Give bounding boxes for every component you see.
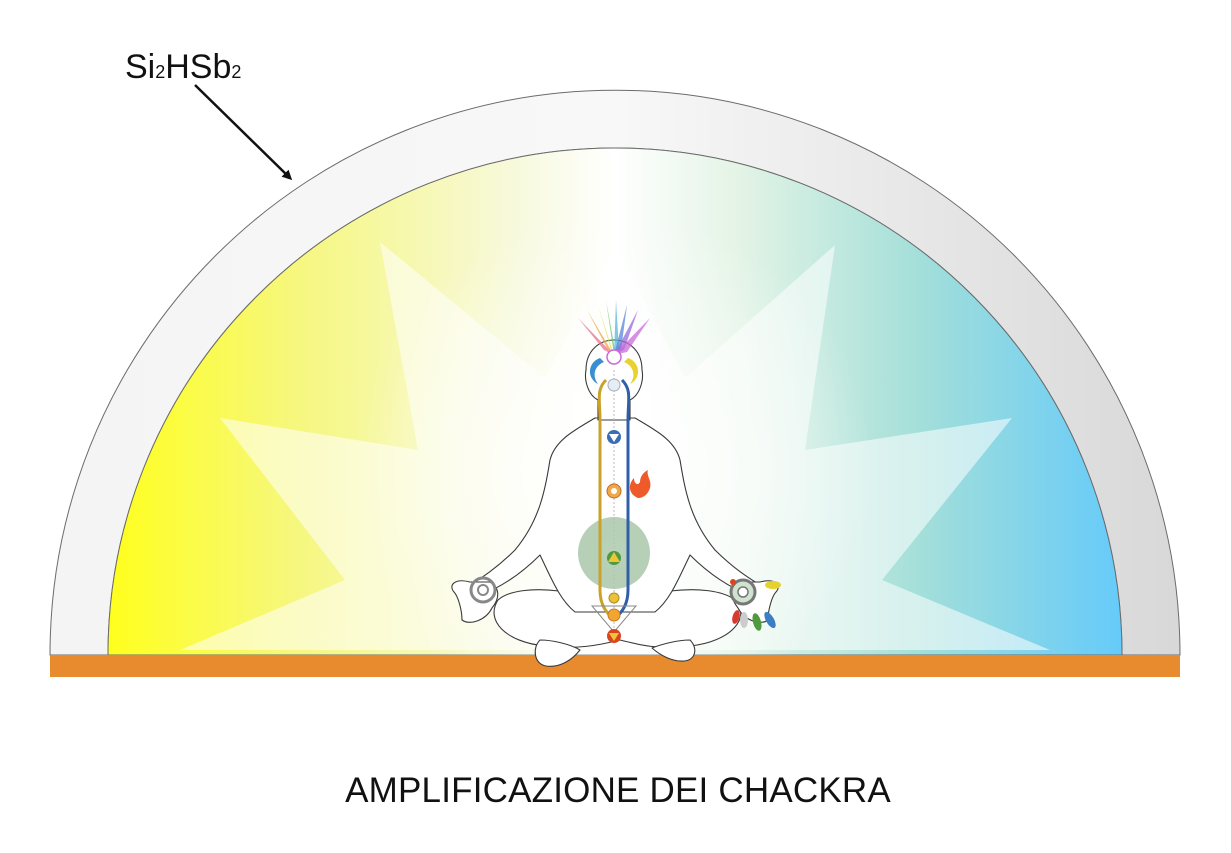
left-hand <box>451 580 499 623</box>
sacral-chakra-icon <box>607 608 621 622</box>
floor-bar <box>50 655 1180 677</box>
pointer-arrow <box>194 84 293 181</box>
left-hand-mudra <box>469 576 497 604</box>
left-foot <box>534 639 581 667</box>
formula-part-si: Si <box>125 48 155 86</box>
diagram-caption: AMPLIFICAZIONE DEI CHACKRA <box>345 771 891 810</box>
moon-left-icon <box>589 358 604 384</box>
flame-icon <box>629 470 651 498</box>
third-eye-chakra-icon <box>607 378 621 392</box>
sacral-triangle-icon <box>590 605 638 633</box>
solar-plexus-chakra-icon <box>606 483 622 499</box>
heart-chakra-icon <box>607 551 621 565</box>
material-label: Si2HSb2 <box>125 48 241 86</box>
solar-chakra-icon <box>608 592 620 604</box>
right-hand-mudra <box>729 578 781 631</box>
throat-chakra-icon <box>607 430 621 444</box>
torso <box>469 417 761 613</box>
moon-right-icon <box>624 358 639 384</box>
root-chakra-icon <box>607 629 621 643</box>
formula-sub-1: 2 <box>155 62 165 82</box>
formula-sub-2: 2 <box>231 62 241 82</box>
formula-part-hsb: HSb <box>165 48 231 86</box>
crown-lotus-icon <box>578 300 650 365</box>
right-foot <box>651 639 696 662</box>
ida-channel <box>597 378 616 622</box>
pingala-channel <box>612 378 631 622</box>
